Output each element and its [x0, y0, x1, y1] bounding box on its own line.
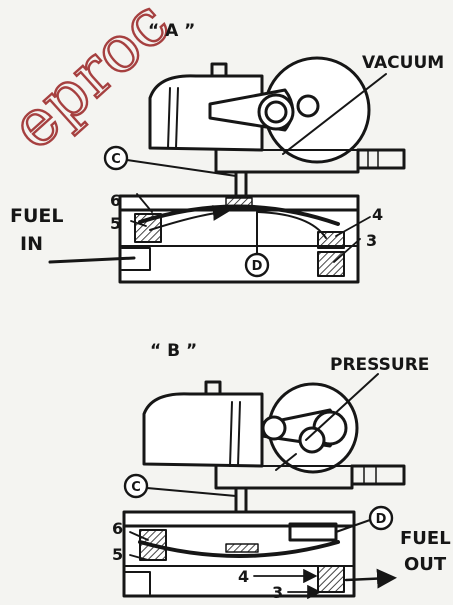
figure-a-fuel-label: FUEL [10, 205, 64, 227]
figure-a-callout-d-label: D [252, 259, 263, 274]
figure-b-out-label: OUT [404, 554, 447, 575]
figure-a-num-6: 6 [110, 191, 121, 210]
figure-a-num-5: 5 [110, 214, 121, 233]
figure-a-lower-body [48, 194, 360, 284]
figure-a-num-4: 4 [372, 205, 383, 224]
figure-b-callout-d-label: D [376, 512, 387, 527]
figure-a-in-label: IN [20, 233, 43, 255]
figure-b-callouts [123, 373, 394, 600]
figure-b-num-5: 5 [112, 545, 123, 564]
figure-a: “ A ” [10, 21, 444, 284]
figure-b: “ B ” [112, 341, 451, 602]
figure-a-num-3: 3 [366, 231, 377, 250]
figure-b-callout-c [123, 473, 149, 499]
figure-a-callouts [103, 73, 387, 278]
figure-b-tag: “ B ” [150, 341, 197, 361]
figure-a-upper-housing [148, 56, 406, 198]
figure-b-upper-housing [142, 380, 406, 514]
figure-a-callout-c [103, 145, 129, 171]
figure-b-fuel-label: FUEL [400, 528, 451, 549]
figure-b-lower-body [122, 510, 397, 598]
figure-b-num-4: 4 [238, 567, 249, 586]
figure-a-tag: “ A ” [148, 21, 195, 41]
figure-b-num-6: 6 [112, 519, 123, 538]
figure-b-callout-d [368, 505, 394, 531]
figure-a-callout-c-label: C [111, 152, 121, 167]
figure-b-num-3: 3 [272, 583, 283, 602]
figure-b-pressure-label: PRESSURE [330, 355, 429, 375]
figure-b-callout-c-label: C [131, 480, 141, 495]
figure-a-vacuum-label: VACUUM [362, 53, 444, 73]
